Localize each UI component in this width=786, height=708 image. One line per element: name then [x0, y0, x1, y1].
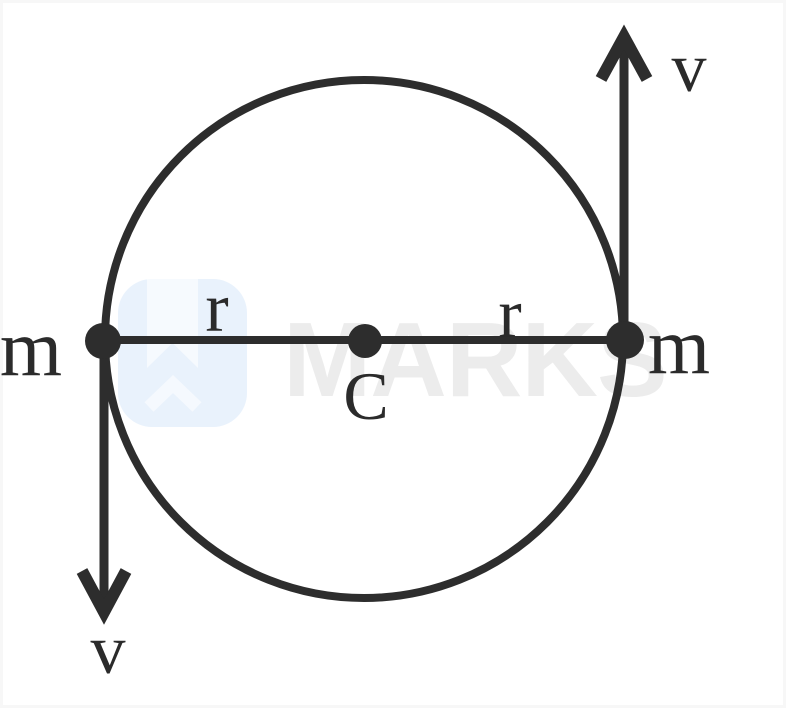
velocity-arrow-bottom-head: [76, 568, 132, 625]
center-dot: [348, 324, 382, 358]
velocity-arrow-top-head: [595, 24, 653, 82]
velocity-label-bottom: v: [90, 612, 126, 689]
mass-dot-left: [85, 323, 121, 359]
mass-dot-right: [606, 321, 644, 359]
mass-label-left: m: [0, 305, 63, 393]
velocity-arrow-bottom: [76, 341, 132, 625]
watermark-logo-icon: [118, 279, 247, 427]
radius-label-left: r: [205, 270, 229, 347]
center-label: C: [343, 358, 389, 434]
radius-label-right: r: [498, 276, 522, 353]
watermark-logo-chevron-icon: [144, 374, 202, 412]
watermark-logo-bookmark: [147, 279, 198, 368]
watermark-text: MARKS: [283, 301, 667, 419]
velocity-arrow-top: [595, 24, 653, 339]
velocity-label-top: v: [671, 30, 707, 107]
mass-label-right: m: [647, 303, 711, 391]
